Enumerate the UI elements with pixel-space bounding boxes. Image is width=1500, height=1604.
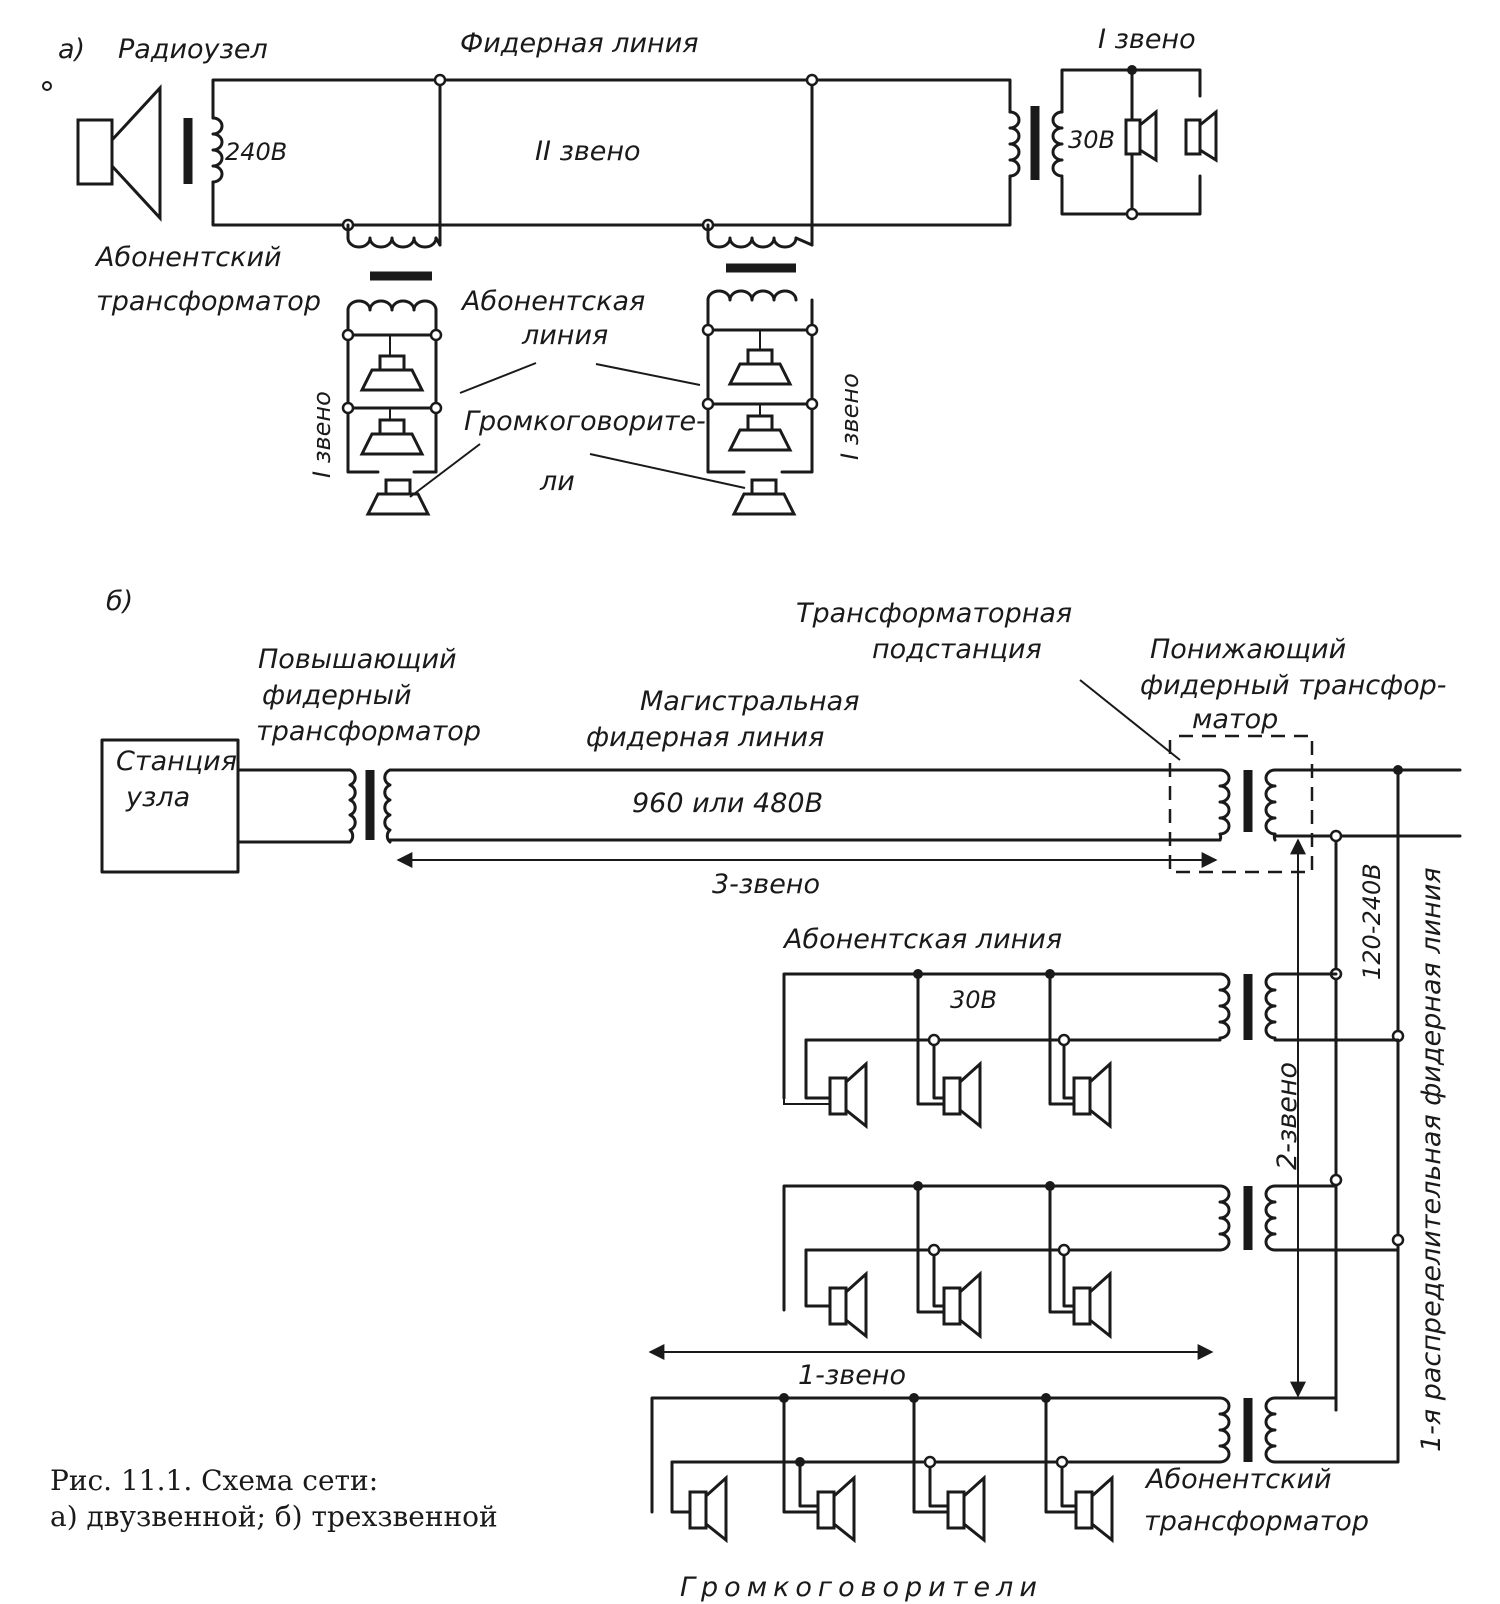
figure-caption: Рис. 11.1. Схема сети: а) двузвенной; б)… bbox=[50, 1464, 498, 1533]
label-link-2: 2-звено bbox=[1272, 1062, 1303, 1170]
loudspeaker-icon bbox=[1074, 1474, 1114, 1544]
label-loudspeakers-a-2: ли bbox=[539, 466, 575, 497]
label-step-up-3: трансформатор bbox=[256, 716, 481, 747]
label-subscriber-line-a-1: Абонентская bbox=[460, 286, 645, 317]
substation-leader bbox=[1079, 679, 1181, 761]
label-a: а) bbox=[58, 34, 85, 65]
loudspeaker-icon bbox=[942, 1060, 982, 1130]
label-30v-a: 30В bbox=[1068, 126, 1115, 154]
subscriber-branch-right bbox=[701, 223, 819, 474]
right-transformer-icon bbox=[1008, 65, 1202, 221]
label-link-1-left: I звено bbox=[308, 391, 336, 478]
label-loudspeakers-b: Громкоговорители bbox=[680, 1572, 1043, 1603]
loudspeaker-icon bbox=[828, 1060, 868, 1130]
loudspeaker-icon bbox=[1184, 108, 1218, 163]
station-box bbox=[100, 738, 240, 874]
subscriber-branch-left bbox=[341, 223, 443, 474]
ink-speck bbox=[42, 81, 52, 91]
label-link-3: 3-звено bbox=[712, 869, 820, 900]
diagram-b: б) Станция узла Повышающий фидерный тран… bbox=[100, 586, 1462, 1603]
label-30v-b: 30В bbox=[950, 986, 997, 1014]
label-step-down-1: Понижающий bbox=[1150, 634, 1346, 665]
loudspeaker-icon bbox=[828, 1270, 868, 1340]
main-feeder-wires bbox=[388, 768, 1222, 842]
label-voltage-dist: 120-240В bbox=[1358, 863, 1386, 980]
loudspeaker-icon bbox=[365, 478, 431, 516]
diagram-a: а) Радиоузел Фидерная линия 240В II звен… bbox=[42, 24, 1218, 516]
label-step-down-2: фидерный трансфор- bbox=[1140, 670, 1447, 701]
label-link-1: 1-звено bbox=[798, 1360, 906, 1391]
loudspeaker-icon bbox=[688, 1474, 728, 1544]
caption-line-1: Рис. 11.1. Схема сети: bbox=[50, 1464, 378, 1497]
loudspeaker-icon bbox=[942, 1270, 982, 1340]
loudspeaker-icon bbox=[727, 414, 793, 452]
label-radio-node: Радиоузел bbox=[118, 34, 268, 65]
loudspeaker-icon bbox=[816, 1474, 856, 1544]
label-subscriber-transformer-a-1: Абонентский bbox=[94, 242, 282, 273]
label-subscriber-transformer-b-2: трансформатор bbox=[1144, 1506, 1369, 1537]
label-feeder-line: Фидерная линия bbox=[460, 28, 698, 59]
label-main-feeder-1: Магистральная bbox=[640, 686, 859, 717]
label-voltage-main: 960 или 480В bbox=[632, 788, 823, 819]
label-240v: 240В bbox=[225, 138, 287, 166]
label-subscriber-transformer-b-1: Абонентский bbox=[1144, 1464, 1332, 1495]
label-loudspeakers-a-1: Громкоговорите- bbox=[464, 406, 706, 437]
loudspeaker-icon bbox=[731, 478, 797, 516]
label-substation-1: Трансформаторная bbox=[796, 598, 1072, 629]
label-dist-feeder: 1-я распределительная фидерная линия bbox=[1416, 867, 1447, 1452]
step-up-transformer-icon bbox=[348, 768, 392, 844]
loudspeaker-icon bbox=[727, 348, 793, 386]
label-step-up-2: фидерный bbox=[262, 680, 412, 711]
label-main-feeder-2: фидерная линия bbox=[586, 722, 824, 753]
label-subscriber-line-b: Абонентская линия bbox=[782, 924, 1062, 955]
loudspeaker-icon bbox=[1072, 1060, 1112, 1130]
radio-node-source-icon bbox=[76, 84, 162, 222]
label-link-1-right: I звено bbox=[836, 373, 864, 460]
label-link-1-top: I звено bbox=[1098, 24, 1196, 55]
label-substation-2: подстанция bbox=[872, 634, 1042, 665]
label-step-up-1: Повышающий bbox=[258, 644, 457, 675]
label-link-2-a: II звено bbox=[535, 136, 641, 167]
loudspeaker-icon bbox=[946, 1474, 986, 1544]
loudspeaker-icon bbox=[1124, 108, 1158, 163]
loudspeaker-icon bbox=[359, 354, 425, 392]
caption-line-2: а) двузвенной; б) трехзвенной bbox=[50, 1500, 498, 1533]
label-subscriber-transformer-a-2: трансформатор bbox=[96, 286, 321, 317]
subscriber-group-3 bbox=[650, 1393, 1400, 1514]
label-station-2: узла bbox=[125, 782, 190, 813]
loudspeaker-icon bbox=[359, 418, 425, 456]
label-subscriber-line-a-2: линия bbox=[521, 320, 608, 351]
step-down-transformer-icon bbox=[1218, 768, 1277, 842]
subscriber-group-2 bbox=[782, 1181, 1400, 1314]
input-transformer-icon bbox=[183, 116, 224, 184]
loudspeaker-icon bbox=[1072, 1270, 1112, 1340]
label-b: б) bbox=[106, 586, 133, 617]
subscriber-group-1 bbox=[782, 969, 1400, 1106]
leader-lines-a bbox=[409, 362, 746, 498]
label-station-1: Станция bbox=[116, 746, 237, 777]
substation-box bbox=[1168, 734, 1314, 874]
label-step-down-3: матор bbox=[1192, 704, 1278, 735]
